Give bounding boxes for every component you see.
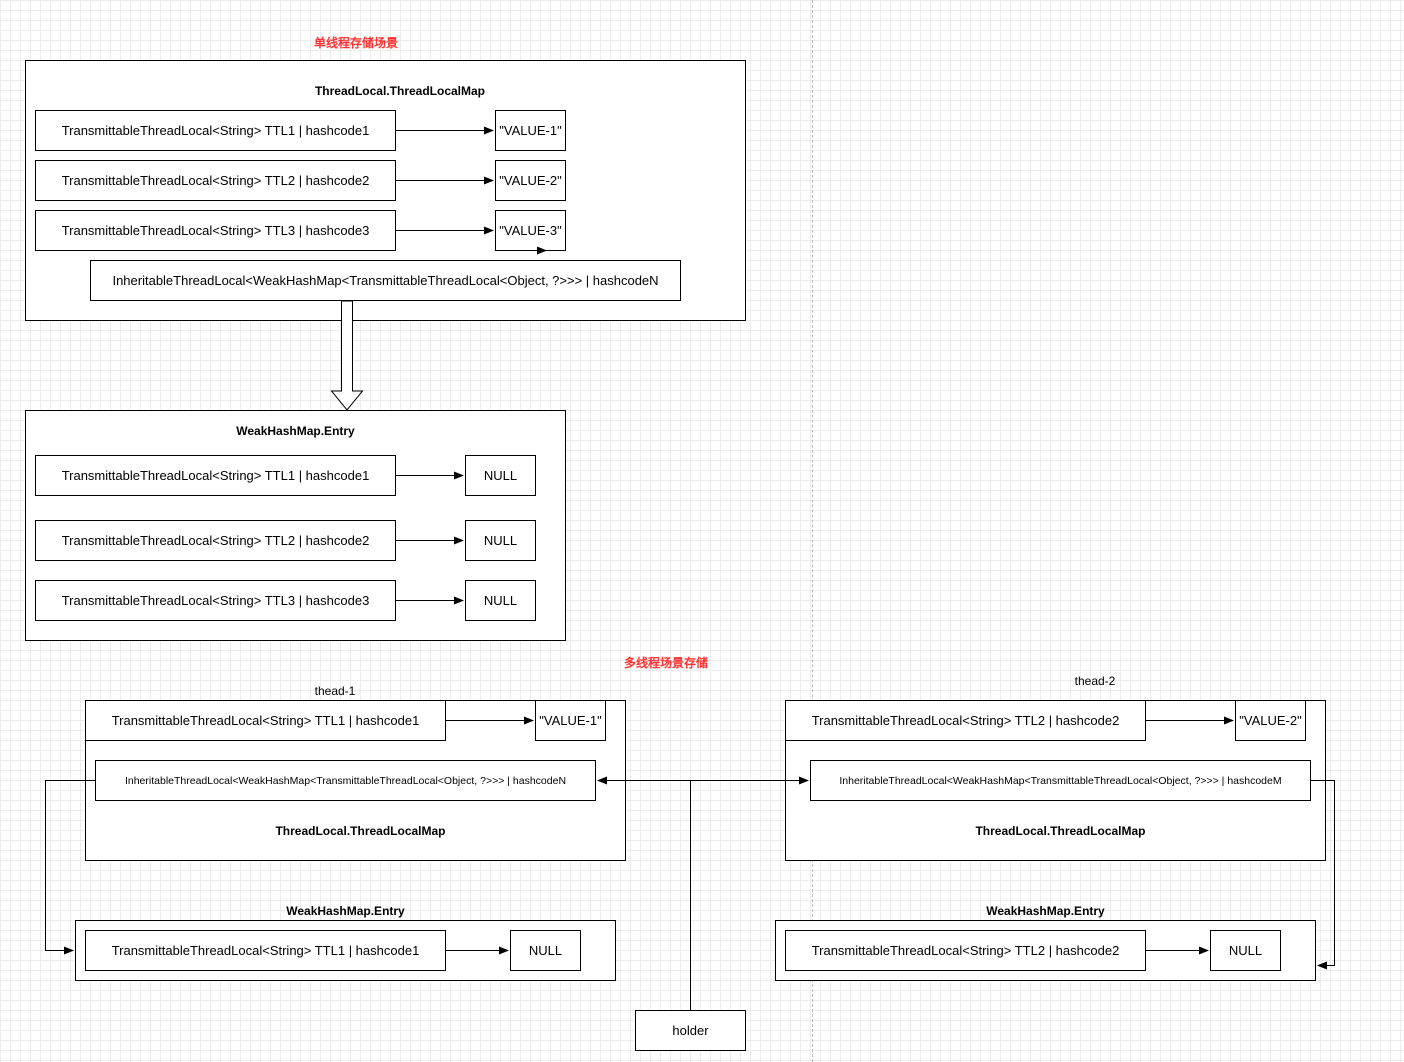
single-entry-key-3[interactable]: TransmittableThreadLocal<String> TTL3 | …: [35, 210, 396, 251]
thread1-entry-value[interactable]: "VALUE-1": [535, 700, 606, 741]
thread1-label: thead-1: [314, 684, 356, 698]
canvas-divider: [812, 0, 813, 1062]
single-entry-key-1[interactable]: TransmittableThreadLocal<String> TTL1 | …: [35, 110, 396, 151]
single-weak-value-2[interactable]: NULL: [465, 520, 536, 561]
thread1-weak-value[interactable]: NULL: [510, 930, 581, 971]
thread2-holder-entry[interactable]: InheritableThreadLocal<WeakHashMap<Trans…: [810, 760, 1311, 801]
single-weakhashmap-title: WeakHashMap.Entry: [236, 424, 355, 438]
single-entry-value-2[interactable]: "VALUE-2": [495, 160, 566, 201]
thread2-entry-value[interactable]: "VALUE-2": [1235, 700, 1306, 741]
single-weak-value-1[interactable]: NULL: [465, 455, 536, 496]
thread1-holder-to-weak: [45, 780, 95, 955]
single-holder-entry[interactable]: InheritableThreadLocal<WeakHashMap<Trans…: [90, 260, 681, 301]
thread2-holder-to-weak: [1311, 780, 1335, 970]
thread2-weak-value[interactable]: NULL: [1210, 930, 1281, 971]
holder-node[interactable]: holder: [635, 1010, 746, 1051]
single-entry-key-2[interactable]: TransmittableThreadLocal<String> TTL2 | …: [35, 160, 396, 201]
single-weak-value-3[interactable]: NULL: [465, 580, 536, 621]
thread2-weak-key[interactable]: TransmittableThreadLocal<String> TTL2 | …: [785, 930, 1146, 971]
thread1-weakhashmap-title: WeakHashMap.Entry: [286, 904, 405, 918]
thread2-label: thead-2: [1074, 674, 1116, 688]
thread1-holder-entry[interactable]: InheritableThreadLocal<WeakHashMap<Trans…: [95, 760, 596, 801]
single-weak-key-1[interactable]: TransmittableThreadLocal<String> TTL1 | …: [35, 455, 396, 496]
thread1-entry-key[interactable]: TransmittableThreadLocal<String> TTL1 | …: [85, 700, 446, 741]
thread2-threadlocalmap-title: ThreadLocal.ThreadLocalMap: [975, 824, 1146, 838]
multi-thread-heading: 多线程场景存储: [624, 656, 709, 670]
thread1-weak-key[interactable]: TransmittableThreadLocal<String> TTL1 | …: [85, 930, 446, 971]
single-weak-key-2[interactable]: TransmittableThreadLocal<String> TTL2 | …: [35, 520, 396, 561]
single-holder-to-weakhashmap-arrow: [330, 300, 364, 411]
single-threadlocalmap-title: ThreadLocal.ThreadLocalMap: [314, 84, 486, 98]
thread1-threadlocalmap-title: ThreadLocal.ThreadLocalMap: [275, 824, 446, 838]
thread2-weakhashmap-title: WeakHashMap.Entry: [986, 904, 1105, 918]
single-thread-heading: 单线程存储场景: [314, 36, 399, 50]
single-entry-value-3[interactable]: "VALUE-3": [495, 210, 566, 251]
single-weak-key-3[interactable]: TransmittableThreadLocal<String> TTL3 | …: [35, 580, 396, 621]
single-entry-value-1[interactable]: "VALUE-1": [495, 110, 566, 151]
thread2-entry-key[interactable]: TransmittableThreadLocal<String> TTL2 | …: [785, 700, 1146, 741]
